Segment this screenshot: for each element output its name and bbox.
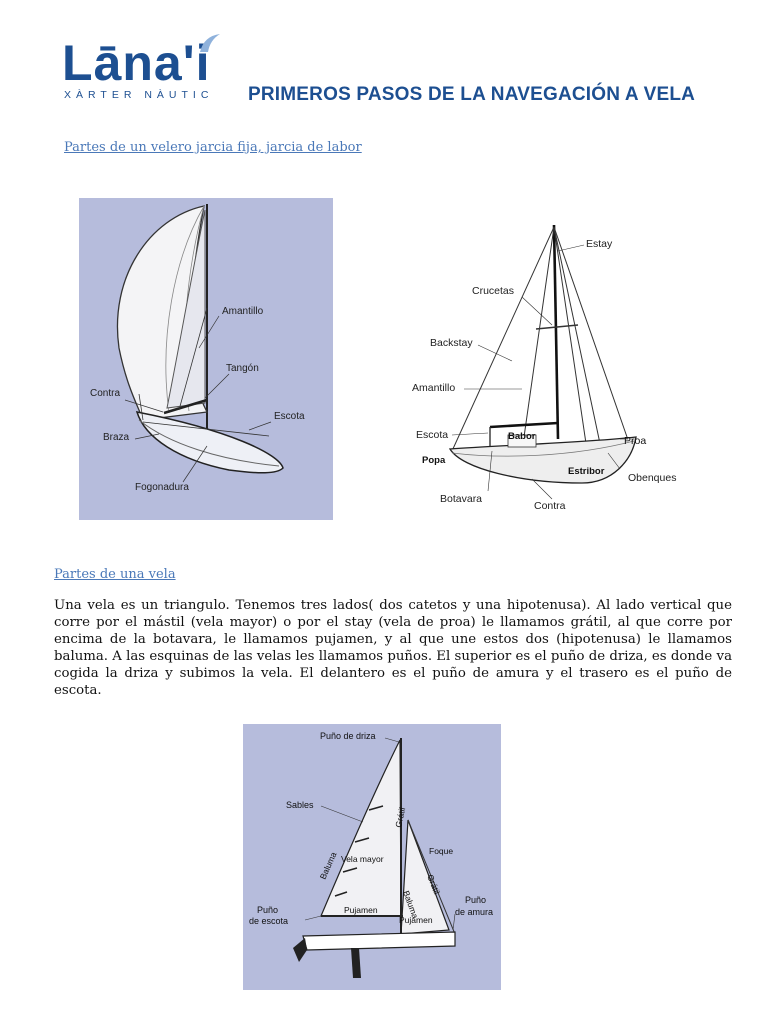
label-vela-mayor: Vela mayor — [341, 854, 384, 864]
label-puno-driza: Puño de driza — [320, 731, 376, 741]
logo-subtitle: XÀRTER NÀUTIC — [64, 89, 213, 101]
label-escota: Escota — [416, 429, 448, 441]
label-puno-escota-line2: de escota — [249, 916, 288, 926]
label-puno-escota-line1: Puño — [257, 905, 278, 915]
label-proa: Proa — [624, 435, 646, 447]
logo-wordmark: Lāna'i — [62, 38, 210, 88]
page-title: PRIMEROS PASOS DE LA NAVEGACIÓN A VELA — [248, 84, 695, 106]
label-babor: Babor — [508, 431, 536, 442]
label-botavara: Botavara — [440, 493, 482, 505]
label-obenques: Obenques — [628, 472, 676, 484]
label-puno-amura-line2: de amura — [455, 907, 493, 917]
label-popa: Popa — [422, 455, 446, 466]
label-amantillo: Amantillo — [412, 382, 455, 394]
label-crucetas: Crucetas — [472, 285, 514, 297]
figure-rigging-diagram: Estay Crucetas Backstay Amantillo Escota… — [412, 221, 680, 519]
label-estay: Estay — [586, 238, 613, 250]
label-pujamen-jib: Pujamen — [399, 915, 433, 925]
label-foque: Foque — [429, 846, 453, 856]
label-contra: Contra — [90, 388, 120, 399]
label-pujamen-main: Pujamen — [344, 905, 378, 915]
label-braza: Braza — [103, 432, 130, 443]
label-amantillo: Amantillo — [222, 306, 264, 317]
sail-description-paragraph: Una vela es un triangulo. Tenemos tres l… — [54, 597, 732, 699]
figure-sail-parts: Puño de driza Sables Grátil Baluma Vela … — [243, 724, 501, 990]
label-tangon: Tangón — [226, 363, 259, 374]
label-fogonadura: Fogonadura — [135, 482, 189, 493]
section-heading-parts-of-sail[interactable]: Partes de una vela — [54, 567, 176, 582]
label-escota: Escota — [274, 411, 305, 422]
label-sables: Sables — [286, 800, 314, 810]
label-puno-amura-line1: Puño — [465, 895, 486, 905]
section-heading-parts-of-sailboat[interactable]: Partes de un velero jarcia fija, jarcia … — [64, 140, 362, 155]
logo-sail-icon — [196, 32, 222, 54]
figure-spinnaker-sailboat: Amantillo Tangón Contra Escota Braza Fog… — [79, 198, 333, 520]
label-contra: Contra — [534, 500, 566, 512]
label-estribor: Estribor — [568, 466, 605, 477]
label-backstay: Backstay — [430, 337, 473, 349]
